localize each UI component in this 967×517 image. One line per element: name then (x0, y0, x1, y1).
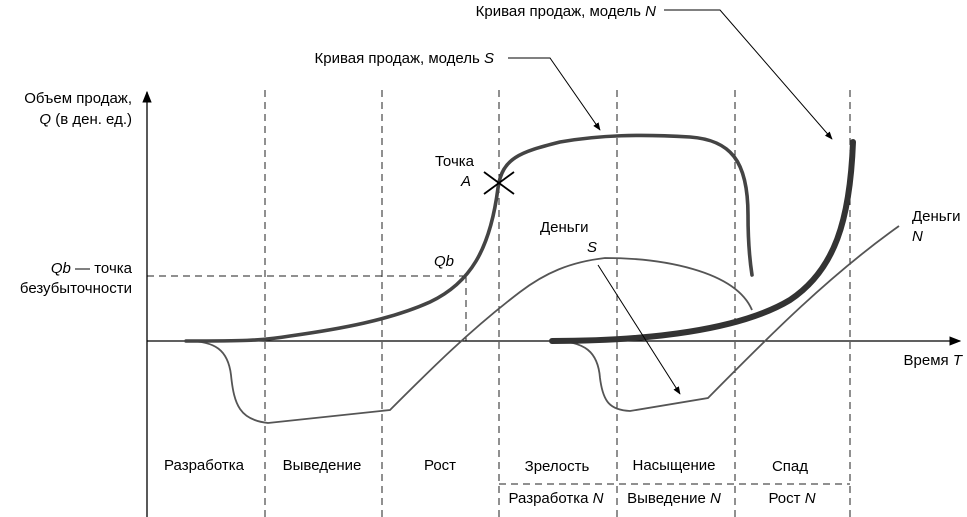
sales-s-label: Кривая продаж, модель S (314, 50, 494, 67)
n-phase-labels: Разработка N Выведение N Рост N (509, 490, 816, 507)
sales-n-label: Кривая продаж, модель N (476, 3, 657, 20)
money-s-label-line1: Деньги (540, 219, 588, 236)
phase-label-2: Выведение (283, 457, 362, 474)
x-axis-label: Время T (904, 352, 964, 369)
money-s-leader-arrow (597, 264, 681, 395)
phase-separators (264, 90, 851, 517)
point-a-label-line1: Точка (435, 153, 475, 170)
money-n-curve (552, 225, 900, 412)
phase-label-3: Рост (424, 457, 456, 474)
money-n-label-line1: Деньги (912, 208, 960, 225)
sales-n-leader-arrow (664, 9, 833, 140)
breakeven-curve-label: Qb (434, 253, 454, 270)
breakeven-label-line1: Qb — точка (51, 260, 133, 277)
n-phase-label-2: Выведение N (627, 490, 721, 507)
phase-label-5: Насыщение (633, 457, 716, 474)
n-phase-label-3: Рост N (768, 490, 815, 507)
money-s-curve (186, 257, 753, 424)
point-a-label-line2: A (460, 173, 471, 190)
money-n-label-line2: N (912, 228, 923, 245)
y-axis-label-line1: Объем продаж, (24, 90, 132, 107)
phase-labels: Разработка Выведение Рост Зрелость Насыщ… (164, 457, 808, 475)
y-axis-label-line2: Q (в ден. ед.) (39, 111, 132, 128)
phase-label-4: Зрелость (525, 458, 590, 475)
breakeven-label-line2: безубыточности (20, 280, 132, 297)
money-s-label-line2: S (587, 239, 597, 256)
phase-label-6: Спад (772, 458, 808, 475)
sales-s-leader-arrow (508, 57, 601, 131)
sales-s-curve (184, 133, 754, 343)
phase-label-1: Разработка (164, 457, 245, 474)
n-phase-label-1: Разработка N (509, 490, 604, 507)
sales-n-curve (549, 139, 856, 344)
point-a-cross (483, 171, 515, 195)
